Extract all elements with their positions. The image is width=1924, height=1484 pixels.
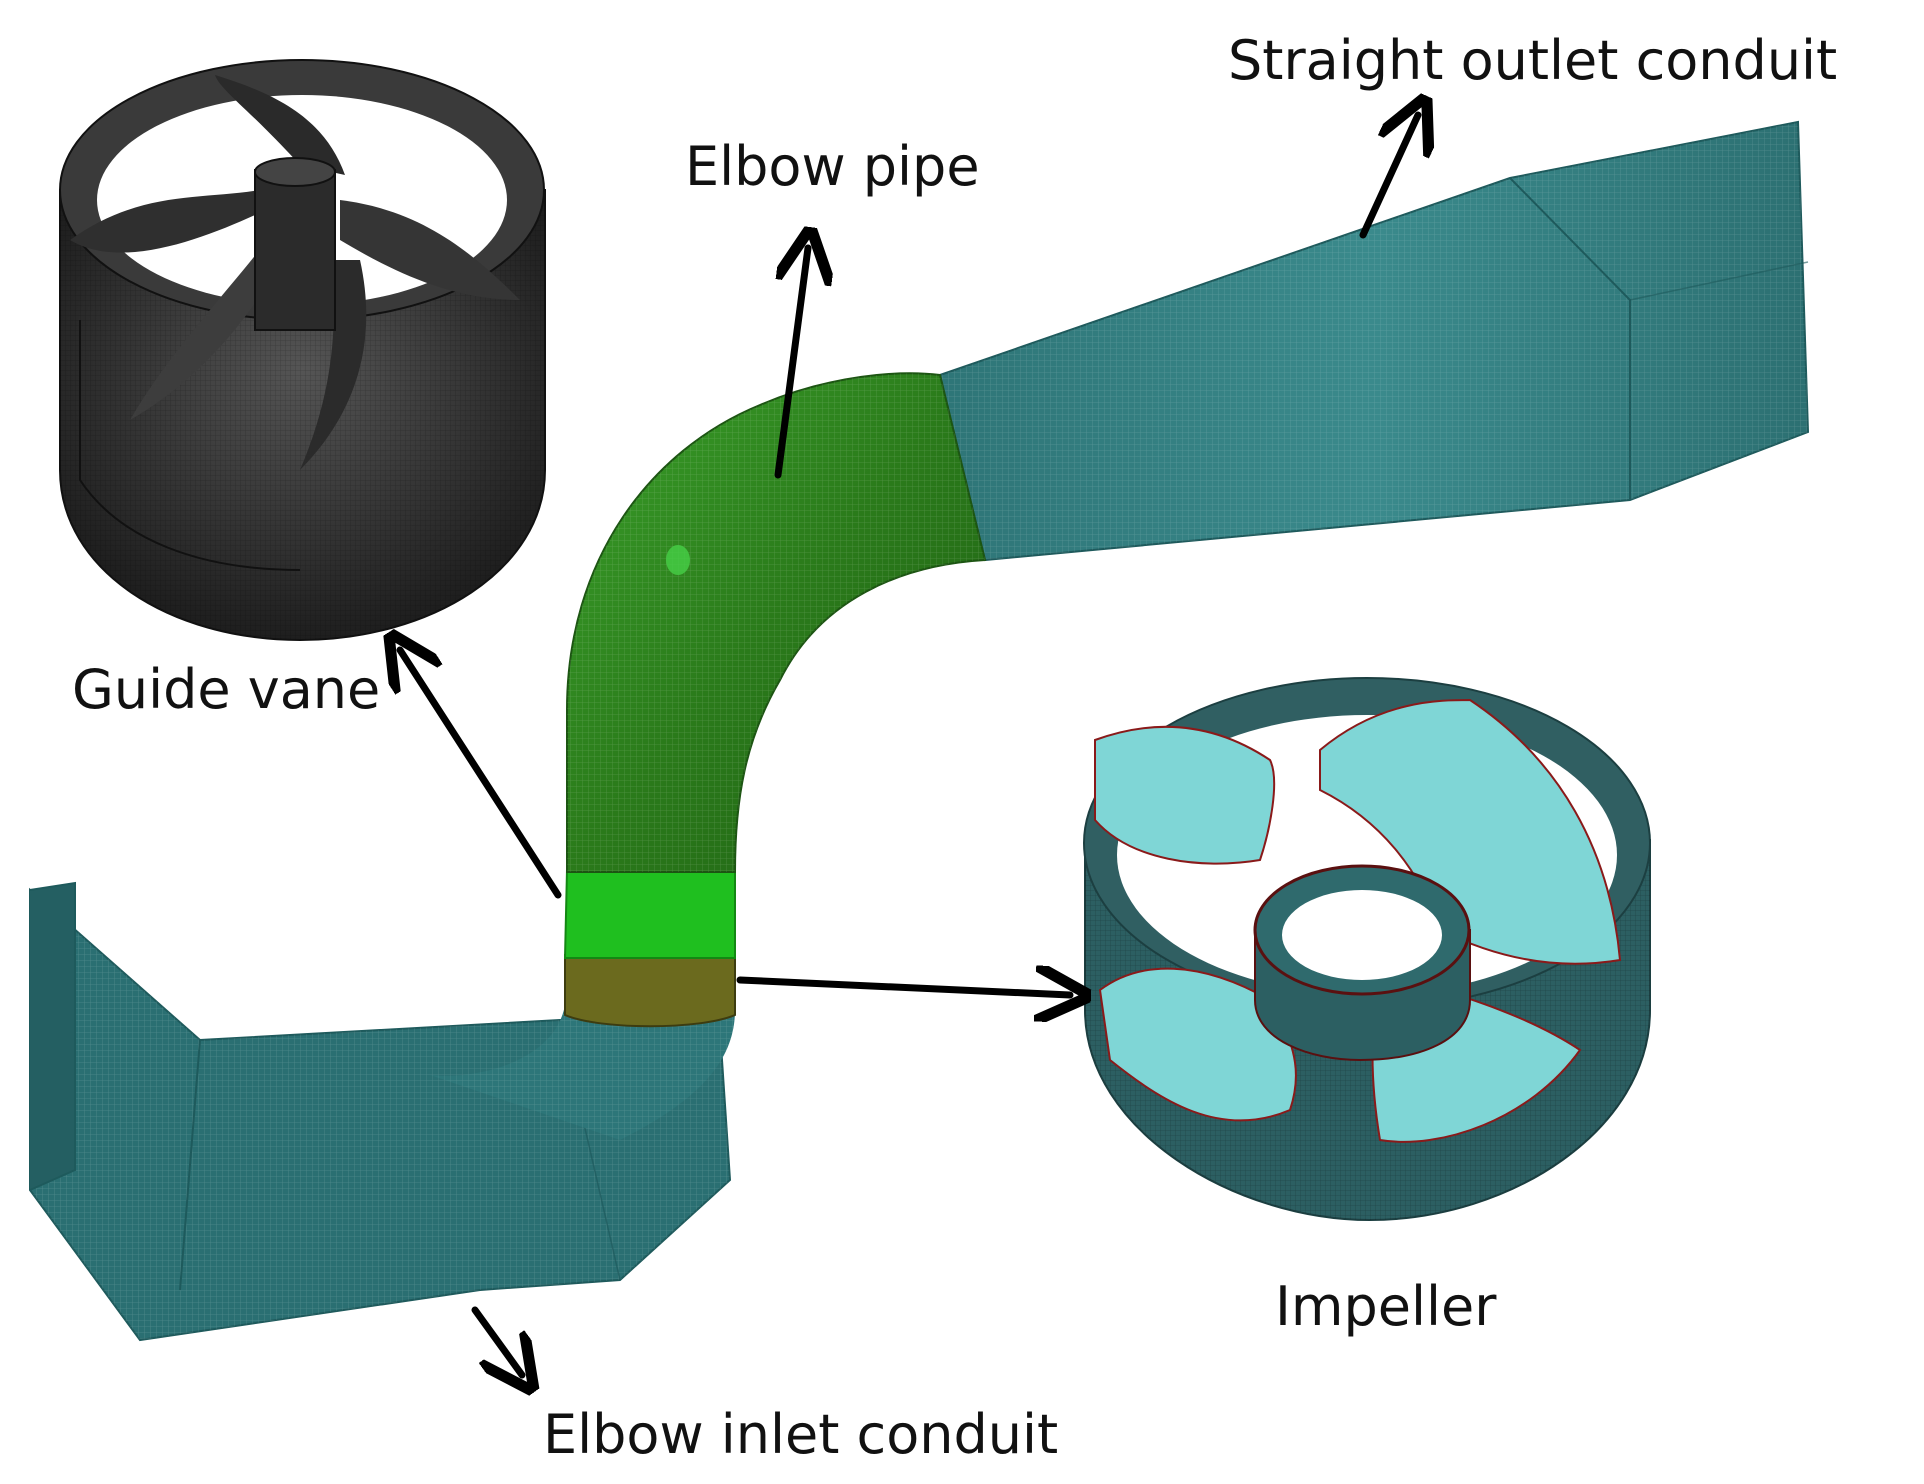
straight-outlet-conduit — [938, 120, 1810, 562]
annotation-arrows — [400, 115, 1418, 1375]
elbow-inlet-conduit — [29, 881, 732, 1342]
label-elbow-pipe: Elbow pipe — [685, 135, 980, 198]
label-guide-vane: Guide vane — [72, 658, 381, 721]
guide-vane-model — [59, 59, 546, 642]
label-straight-outlet-conduit: Straight outlet conduit — [1228, 29, 1838, 92]
arrow-impeller — [736, 980, 1070, 995]
impeller-section-band — [564, 954, 736, 1028]
arrow-guide-vane — [400, 650, 562, 899]
label-impeller: Impeller — [1275, 1275, 1497, 1338]
guide-vane-section-band — [563, 869, 736, 959]
arrow-straight-outlet-conduit — [1359, 115, 1418, 239]
arrow-elbow-inlet-conduit — [471, 1306, 522, 1375]
impeller-model — [1083, 677, 1651, 1222]
arrow-elbow-pipe — [774, 248, 808, 479]
elbow-pipe — [566, 372, 987, 873]
inlet-bend — [430, 1005, 735, 1140]
label-elbow-inlet-conduit: Elbow inlet conduit — [543, 1403, 1059, 1466]
